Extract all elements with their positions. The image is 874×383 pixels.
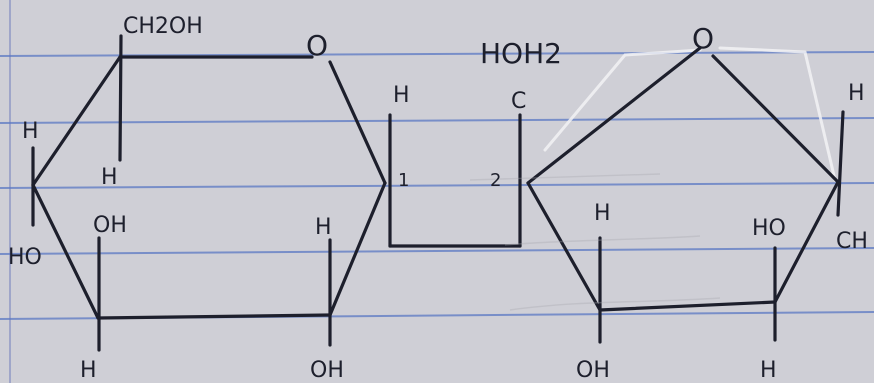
fructose-c-label: C (511, 89, 526, 114)
glucose-c3-h-label: H (80, 358, 97, 383)
fructose-bond-c3-c4 (598, 300, 777, 312)
fructose-c3-h-label: H (594, 201, 611, 226)
fructose-c4-h-label: H (760, 358, 777, 383)
fructose-bond-c5-substituents (836, 110, 845, 217)
glucose-c1-h-label: H (393, 83, 410, 108)
fructose-erased-strokes (543, 46, 837, 182)
glucose-c3-oh-label: OH (93, 213, 127, 238)
glucose-ring-oxygen-label: O (306, 29, 328, 62)
fructose-c5-h-label: H (848, 81, 865, 106)
ruled-line-1 (0, 51, 874, 57)
fructose-ch-label: CH (836, 229, 868, 254)
glucose-c2-h-label: H (315, 215, 332, 240)
glucose-c4-ho-label: HO (8, 245, 42, 270)
glucose-bond-c2-c1 (328, 181, 387, 317)
glucose-c5-h-label: H (101, 165, 118, 190)
show-through-scribble (469, 173, 721, 311)
carbon-1-number: 1 (398, 170, 409, 191)
ruled-line-4 (0, 247, 874, 255)
glucose-bond-c5-substituents (118, 34, 123, 162)
fructose-hoh2-label: HOH2 (480, 37, 562, 70)
fructose-c3-oh-label: OH (576, 358, 610, 383)
glucose-ring (31, 34, 387, 352)
glucose-c2-oh-label: OH (310, 358, 344, 383)
ruled-line-2 (0, 117, 874, 124)
fructose-bond-c2-c3 (526, 181, 602, 312)
glucose-bond-c3-c2 (96, 313, 332, 320)
fructose-ring-oxygen-label: O (692, 22, 714, 55)
carbon-2-number: 2 (490, 170, 501, 191)
fructose-c4-ho-label: HO (752, 216, 786, 241)
fructose-bond-c4-c5 (773, 180, 840, 304)
ruled-line-3 (0, 182, 874, 189)
glucose-bond-c1-o (328, 60, 387, 185)
glucose-bond-c5-c4 (31, 55, 122, 187)
show-through-writing (469, 173, 721, 311)
glucose-bond-c4-c3 (31, 183, 100, 320)
glucose-ch2oh-label: CH2OH (123, 14, 203, 39)
glycosidic-linkage (388, 113, 522, 248)
glucose-c4-h-label: H (22, 119, 39, 144)
fructose-bond-o-c5 (711, 54, 840, 184)
fructose-ring (526, 46, 845, 344)
fructose-bond-c2-o (526, 46, 702, 185)
